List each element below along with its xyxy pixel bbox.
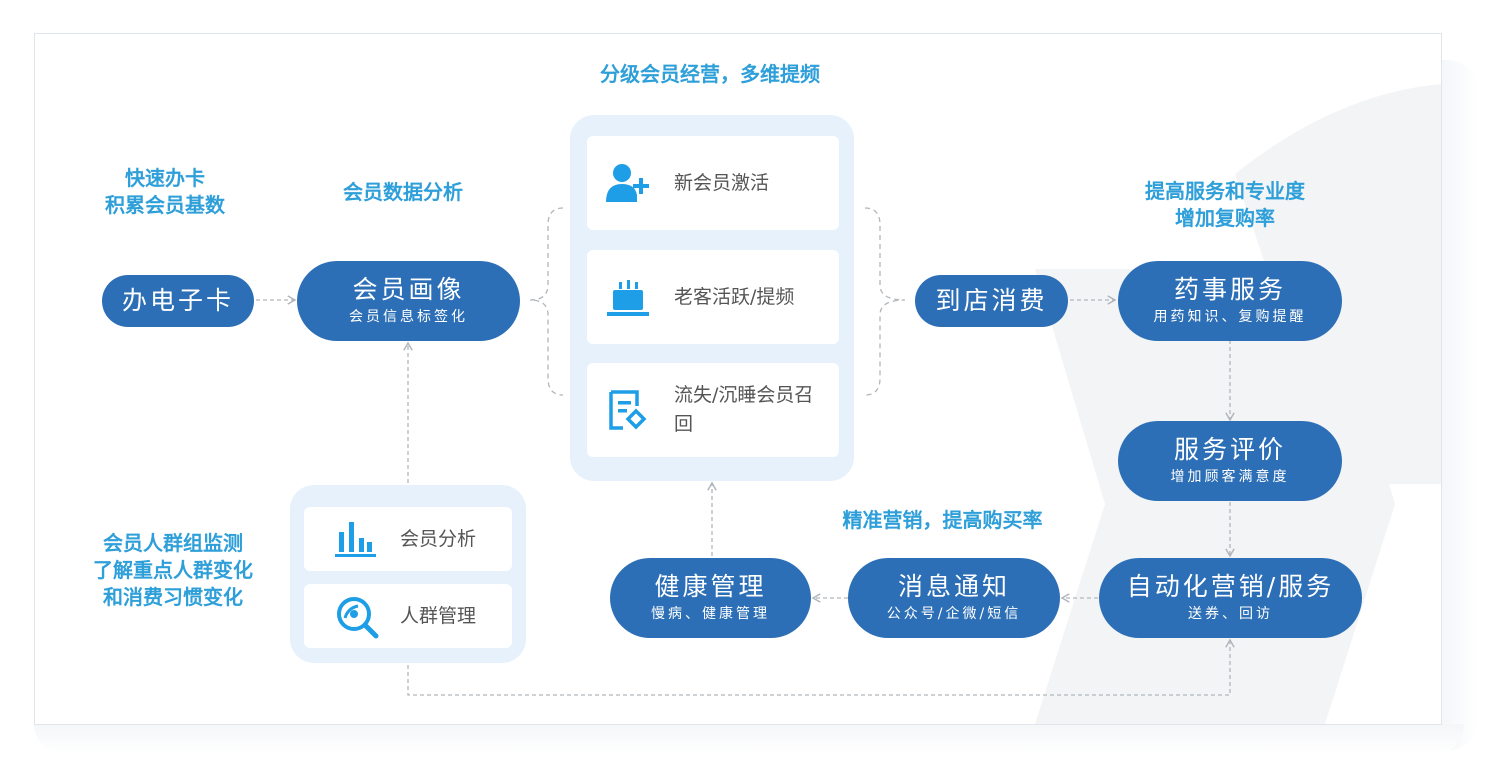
caption-line: 和消费习惯变化 — [103, 585, 243, 609]
caption-tiered: 分级会员经营，多维提频 — [560, 61, 860, 88]
analysis-card-group: 人群管理 — [304, 584, 512, 648]
node-in-store: 到店消费 — [915, 275, 1068, 327]
node-subtitle: 会员信息标签化 — [349, 309, 468, 325]
caption-line: 快速办卡 — [125, 166, 205, 190]
frame-shadow-bottom — [34, 724, 1464, 754]
node-pharmacy-service: 药事服务 用药知识、复购提醒 — [1118, 261, 1342, 341]
node-subtitle: 增加顾客满意度 — [1170, 469, 1290, 485]
left-brace — [529, 207, 564, 396]
node-title: 会员画像 — [352, 275, 465, 304]
caption-line: 会员人群组监测 — [103, 531, 243, 555]
segment-card-recall: 流失/沉睡会员召回 — [587, 363, 839, 457]
caption-precise: 精准营销，提高购买率 — [810, 507, 1075, 534]
caption-line: 会员数据分析 — [343, 180, 463, 204]
node-subtitle: 公众号/企微/短信 — [886, 606, 1022, 622]
caption-line: 提高服务和专业度 — [1145, 179, 1305, 203]
node-title: 服务评价 — [1173, 435, 1286, 464]
caption-line: 增加复购率 — [1175, 206, 1275, 230]
caption-line: 了解重点人群变化 — [93, 558, 253, 582]
recall-form-icon — [609, 390, 647, 430]
node-automation: 自动化营销/服务 送券、回访 — [1099, 558, 1362, 638]
segment-card-new-member: 新会员激活 — [587, 136, 839, 230]
node-service-review: 服务评价 增加顾客满意度 — [1118, 421, 1342, 501]
node-title: 自动化营销/服务 — [1126, 572, 1335, 601]
bar-chart-icon — [335, 522, 376, 557]
caption-monitor: 会员人群组监测 了解重点人群变化 和消费习惯变化 — [68, 530, 278, 611]
analysis-panel: 会员分析 人群管理 — [290, 485, 526, 663]
caption-quick-card: 快速办卡 积累会员基数 — [80, 165, 250, 219]
segments-panel: 新会员激活 老客活跃/提频 流失/沉睡会员召回 — [570, 115, 854, 481]
segment-card-active: 老客活跃/提频 — [587, 250, 839, 344]
analysis-card-member: 会员分析 — [304, 507, 512, 571]
node-title: 健康管理 — [654, 572, 767, 601]
loop-analysis-to-automation — [407, 638, 1235, 696]
node-message-notify: 消息通知 公众号/企微/短信 — [848, 558, 1060, 638]
cake-icon — [607, 280, 649, 316]
caption-line: 精准营销，提高购买率 — [842, 508, 1043, 532]
analysis-label: 人群管理 — [400, 605, 477, 627]
node-title: 药事服务 — [1173, 275, 1286, 304]
analysis-label: 会员分析 — [400, 528, 477, 550]
node-health-management: 健康管理 慢病、健康管理 — [610, 558, 811, 638]
group-search-icon — [337, 597, 379, 639]
node-member-profile: 会员画像 会员信息标签化 — [297, 261, 520, 341]
node-title: 办电子卡 — [121, 286, 234, 315]
node-title: 到店消费 — [935, 286, 1048, 315]
add-user-icon — [606, 164, 649, 202]
caption-improve: 提高服务和专业度 增加复购率 — [1110, 178, 1340, 232]
segment-label: 老客活跃/提频 — [674, 286, 795, 308]
caption-member-analysis: 会员数据分析 — [318, 179, 488, 206]
segment-label: 流失/沉睡会员召回 — [674, 381, 814, 439]
segment-label: 新会员激活 — [674, 172, 770, 194]
caption-line: 分级会员经营，多维提频 — [600, 62, 820, 86]
node-subtitle: 用药知识、复购提醒 — [1153, 309, 1307, 325]
frame-shadow-right — [1440, 60, 1478, 750]
caption-line: 积累会员基数 — [105, 193, 225, 217]
segment-label-text: 流失/沉睡会员召回 — [674, 384, 814, 435]
node-subtitle: 送券、回访 — [1188, 606, 1273, 622]
node-title: 消息通知 — [897, 572, 1010, 601]
right-brace — [864, 207, 906, 396]
node-e-card: 办电子卡 — [102, 275, 254, 327]
node-subtitle: 慢病、健康管理 — [651, 606, 770, 622]
